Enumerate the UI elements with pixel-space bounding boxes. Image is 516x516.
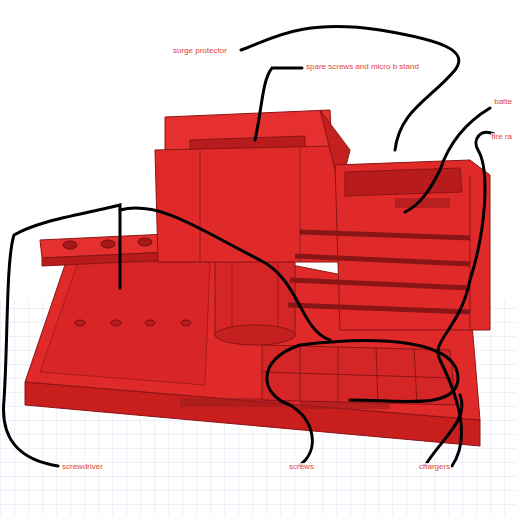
callout-label: screws bbox=[288, 463, 315, 471]
tower bbox=[155, 110, 350, 262]
callout-label: batte bbox=[493, 98, 513, 106]
callout-label: screwdriver bbox=[61, 463, 104, 471]
callout-label: spare screws and micro b stand bbox=[305, 63, 420, 71]
leader-lines bbox=[3, 27, 494, 466]
rack bbox=[288, 160, 490, 330]
callout-label: surge protector bbox=[172, 47, 228, 55]
callout-label: tire ra bbox=[491, 133, 513, 141]
callout-label: chargers bbox=[418, 463, 451, 471]
compartment-grid bbox=[262, 345, 456, 405]
